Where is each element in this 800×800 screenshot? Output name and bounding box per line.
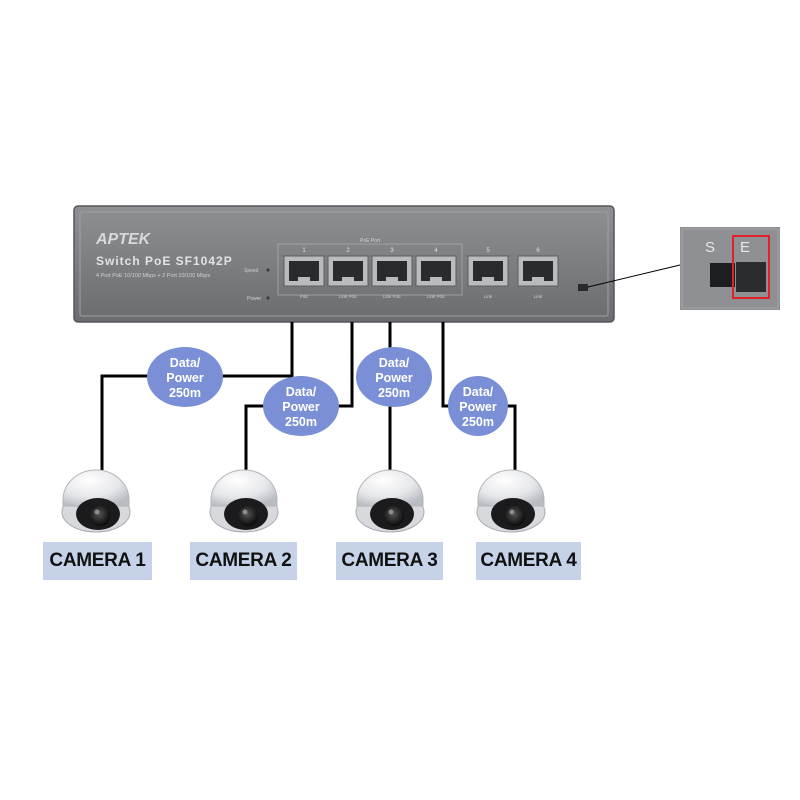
lens-glint xyxy=(94,509,100,515)
dip-switch-body xyxy=(710,263,735,287)
bubble-text-line2: Power xyxy=(166,371,204,385)
lens-glint xyxy=(509,509,515,515)
bubble-text-line2: Power xyxy=(282,400,320,414)
dome-camera-1-icon xyxy=(61,469,131,533)
dip-highlight-box xyxy=(732,235,770,299)
camera-lens xyxy=(505,506,525,526)
bubble-shape xyxy=(356,347,432,407)
camera-dome xyxy=(62,469,130,507)
dome-camera-4-icon xyxy=(476,469,546,533)
port-latch-notch xyxy=(532,277,544,281)
camera-dome xyxy=(210,469,278,507)
dome-camera-3-icon xyxy=(355,469,425,533)
port-latch-notch xyxy=(386,277,398,281)
port-socket xyxy=(333,261,363,281)
bubble-text-line3: 250m xyxy=(378,386,410,400)
camera-3-label: CAMERA 3 xyxy=(336,542,443,580)
bubble-text-line2: Power xyxy=(375,371,413,385)
dome-camera-2-icon xyxy=(209,469,279,533)
dip-pointer-line xyxy=(587,264,681,288)
bubble-text-line1: Data/ xyxy=(463,385,494,399)
camera-dome xyxy=(356,469,424,507)
port-number: 1 xyxy=(302,248,306,254)
bubble-text-line3: 250m xyxy=(462,415,494,429)
camera-lens xyxy=(238,506,258,526)
brand-logo: APTEK xyxy=(95,231,152,248)
speed-label: Speed xyxy=(244,268,259,274)
port-number: 5 xyxy=(486,248,490,254)
port-led-label: Link PoE xyxy=(339,294,357,299)
port-socket xyxy=(377,261,407,281)
port-latch-notch xyxy=(298,277,310,281)
bubble-text-line3: 250m xyxy=(285,415,317,429)
port-number: 4 xyxy=(434,248,438,254)
bubble-shape xyxy=(448,376,508,436)
power-led xyxy=(266,296,270,300)
dip-label-e: E xyxy=(740,239,750,256)
port-number: 3 xyxy=(390,248,394,254)
port-led-label: Link xyxy=(484,294,493,299)
port-number: 6 xyxy=(536,248,540,254)
bubble-text-line2: Power xyxy=(459,400,497,414)
camera-2-label: CAMERA 2 xyxy=(190,542,297,580)
port-latch-notch xyxy=(342,277,354,281)
poe-port-bracket xyxy=(277,243,463,296)
bubble-text-line1: Data/ xyxy=(286,385,317,399)
poe-switch: APTEK Switch PoE SF1042P 4 Port PoE 10/1… xyxy=(73,205,615,323)
dip-label-s: S xyxy=(705,239,715,256)
dip-switch-lever[interactable] xyxy=(736,262,766,292)
cameras xyxy=(61,469,546,533)
port-socket xyxy=(473,261,503,281)
power-label: Power xyxy=(247,296,262,302)
camera-lens xyxy=(90,506,110,526)
port-led-label: Link PoE xyxy=(427,294,445,299)
port-led-label: Link PoE xyxy=(383,294,401,299)
camera-dome xyxy=(477,469,545,507)
switch-spec-text: 4 Port PoE 10/100 Mbps + 2 Port 10/100 M… xyxy=(96,273,210,279)
port-socket xyxy=(523,261,553,281)
port-led-label: PoE xyxy=(300,294,309,299)
lens-glint xyxy=(242,509,248,515)
switch-model-title: Switch PoE SF1042P xyxy=(96,254,233,268)
port-socket xyxy=(289,261,319,281)
port-number: 2 xyxy=(346,248,350,254)
port-socket xyxy=(421,261,451,281)
bubble-text-line1: Data/ xyxy=(170,356,201,370)
bubble-shape xyxy=(263,376,339,436)
port-latch-notch xyxy=(430,277,442,281)
camera-4-label: CAMERA 4 xyxy=(476,542,581,580)
camera-lens xyxy=(384,506,404,526)
bubble-text-line3: 250m xyxy=(169,386,201,400)
dip-switch-detail: S E xyxy=(680,227,780,310)
poe-port-header: PoE Port xyxy=(360,238,381,244)
speed-led xyxy=(266,268,270,272)
camera-1-label: CAMERA 1 xyxy=(43,542,152,580)
lens-glint xyxy=(388,509,394,515)
port-led-label: Link xyxy=(534,294,543,299)
bubble-shape xyxy=(147,347,223,407)
bubble-text-line1: Data/ xyxy=(379,356,410,370)
dip-switch-small[interactable] xyxy=(578,284,588,291)
port-latch-notch xyxy=(482,277,494,281)
